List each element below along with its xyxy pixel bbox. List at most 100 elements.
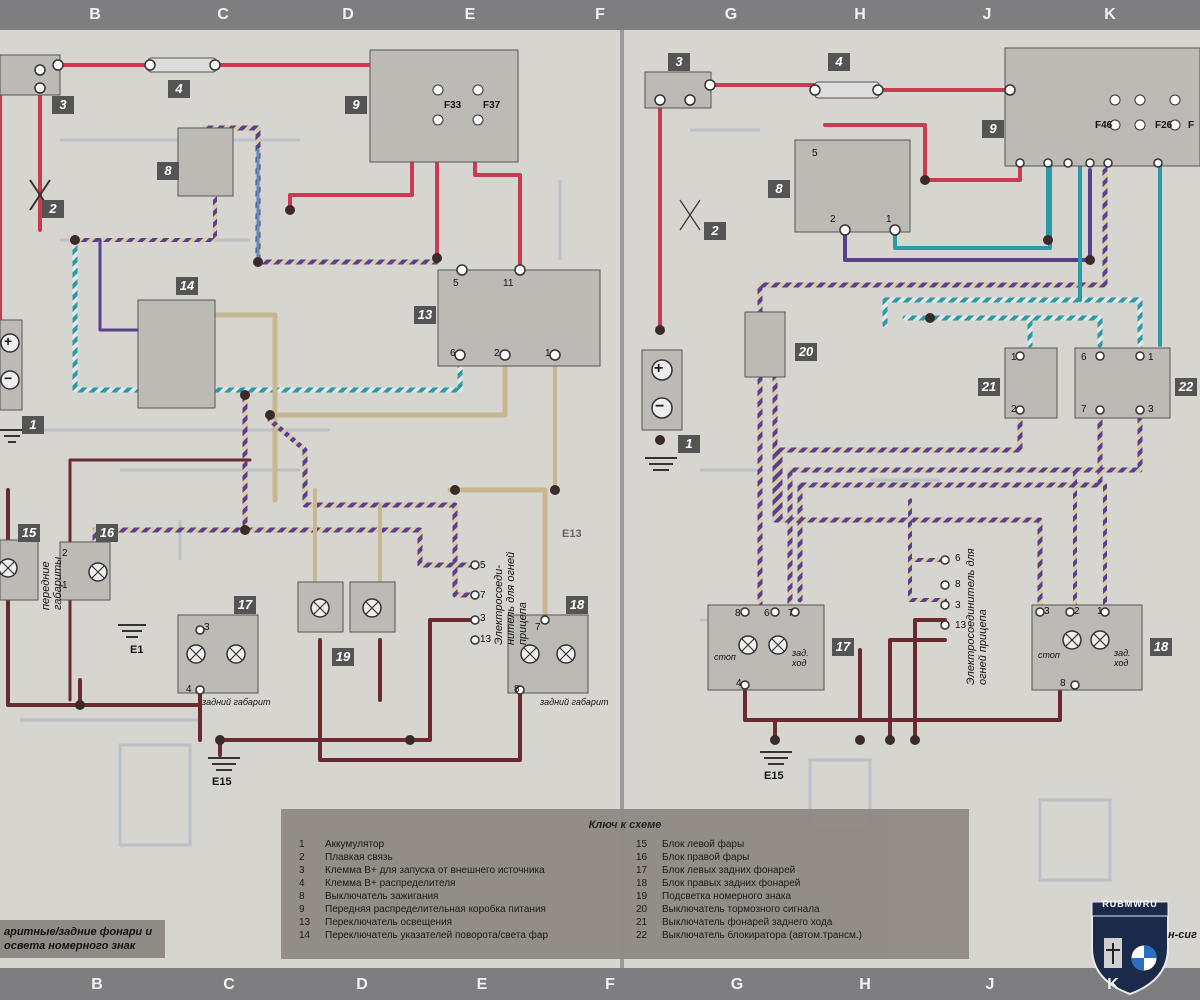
component-label-1-right: 1: [678, 435, 700, 453]
legend-text: Блок правой фары: [662, 852, 750, 863]
component-label-21-right: 21: [978, 378, 1000, 396]
pin-21-2: 2: [1011, 404, 1017, 415]
pin-17r-4: 4: [736, 678, 742, 689]
legend-text: Блок правых задних фонарей: [662, 878, 801, 889]
column-letter-j-bottom: J: [985, 976, 995, 993]
component-label-18-right: 18: [1150, 638, 1172, 656]
diagram-caption-left: аритные/задние фонари и освета номерного…: [0, 920, 165, 958]
trailer-connector-label-right: Электросоединитель для огней прицепа: [965, 548, 989, 685]
trailer-connector-label-left: Электросоеди-нитель для огней прицепа: [493, 551, 529, 645]
trailer-pin-5-left: 5: [480, 560, 486, 571]
trailer-pin-13-right: 13: [955, 620, 967, 631]
reverse-label-18-right: зад. ход: [1114, 648, 1131, 668]
component-label-17-right: 17: [832, 638, 854, 656]
pin-13-2: 2: [494, 348, 500, 359]
rearlamp-17-right: [707, 604, 825, 691]
rear-marker-label-18-left: задний габарит: [540, 697, 609, 707]
pin-13-5: 5: [453, 278, 459, 289]
column-letter-e-top: E: [464, 6, 476, 23]
legend-number: 22: [636, 930, 648, 941]
pin-22-3: 3: [1148, 404, 1154, 415]
legend-number: 4: [299, 878, 305, 889]
component-label-2-left: 2: [42, 200, 64, 218]
component-label-3-left: 3: [52, 96, 74, 114]
legend-text: Выключатель фонарей заднего хода: [662, 917, 833, 928]
legend-text: Переключатель освещения: [325, 917, 453, 928]
component-label-9-left: 9: [345, 96, 367, 114]
fusebox-9-right: [1004, 47, 1200, 167]
component-label-14-left: 14: [176, 277, 198, 295]
pin-13-1: 1: [545, 348, 551, 359]
component-label-18-left: 18: [566, 596, 588, 614]
pin-22-7: 7: [1081, 404, 1087, 415]
legend-text: Выключатель блокиратора (автом.трансм.): [662, 930, 862, 941]
component-label-3-right: 3: [668, 53, 690, 71]
pin-17r-7: 7: [788, 608, 794, 619]
legend-text: Клемма В+ для запуска от внешнего источн…: [325, 865, 545, 876]
legend-item-left-4: 4 Клемма В+ распределителя: [299, 878, 455, 889]
ignition-8-left: [177, 127, 234, 197]
stop-label-18-right: стоп: [1038, 650, 1060, 660]
legend-title: Ключ к схеме: [588, 819, 662, 831]
brake-switch-20-right: [744, 311, 786, 378]
pin-13-11: 11: [503, 278, 514, 289]
reverse-switch-21-right: [1004, 347, 1058, 419]
column-letter-b-bottom: B: [91, 976, 103, 993]
pin-18r-8: 8: [1060, 678, 1066, 689]
pin-16-1: 1: [62, 580, 68, 591]
column-letter-d-top: D: [342, 6, 354, 23]
ghost-background-circuits: [20, 128, 1112, 882]
component-label-19-left: 19: [332, 648, 354, 666]
caption-line-2: освета номерного знак: [4, 940, 136, 952]
pin-18r-2: 2: [1074, 606, 1080, 617]
legend-item-right-5: 19 Подсветка номерного знака: [636, 891, 791, 902]
component-label-15-left: 15: [18, 524, 40, 542]
legend-text: Подсветка номерного знака: [662, 891, 792, 902]
pin-17-3: 3: [204, 622, 210, 633]
logo-text: RUBMWRU: [1102, 899, 1158, 909]
pin-18r-1: 1: [1097, 606, 1103, 617]
ground-label-e1: E1: [130, 644, 144, 656]
trailer-pin-3-left: 3: [480, 613, 486, 624]
trailer-pin-13-left: 13: [480, 634, 492, 645]
trailer-pin-3-right: 3: [955, 600, 961, 611]
component-label-4-right: 4: [828, 53, 850, 71]
legend-number: 17: [636, 865, 648, 876]
inhibitor-switch-22-right: [1074, 347, 1171, 419]
fuse-label-f37: F37: [483, 100, 501, 111]
left-components: [0, 49, 601, 771]
legend-text: Плавкая связь: [325, 852, 393, 863]
legend-text: Клемма В+ распределителя: [325, 878, 456, 889]
legend-number: 2: [299, 852, 305, 863]
battery-minus-right: −: [655, 398, 665, 415]
caption-line-1: аритные/задние фонари и: [4, 926, 153, 938]
legend-item-right-4: 18 Блок правых задних фонарей: [636, 878, 800, 889]
pin-13-6: 6: [450, 348, 456, 359]
legend-number: 19: [636, 891, 648, 902]
legend-text: Блок левой фары: [662, 839, 745, 850]
pin-18-8: 8: [514, 684, 520, 695]
legend-number: 18: [636, 878, 648, 889]
rear-marker-label-17-left: задний габарит: [202, 697, 271, 707]
legend-number: 20: [636, 904, 648, 915]
diagram-caption-right: н-сиг: [1168, 929, 1198, 941]
legend-text: Блок левых задних фонарей: [662, 865, 796, 876]
component-label-8-left: 8: [157, 162, 179, 180]
pin-16-2: 2: [62, 548, 68, 559]
ground-label-e13: E13: [562, 528, 582, 540]
legend-number: 13: [299, 917, 311, 928]
legend-text: Аккумулятор: [325, 839, 385, 850]
reverse-label-17-right: зад. ход: [792, 648, 809, 668]
component-label-13-left: 13: [414, 306, 436, 324]
ground-label-e15-left: E15: [212, 776, 232, 788]
legend-item-left-7: 13 Переключатель освещения: [299, 917, 452, 928]
ignition-8-right: [794, 139, 911, 233]
trailer-pin-6-right: 6: [955, 553, 961, 564]
light-switch-13-left: [437, 269, 601, 367]
terminal-3-left: [0, 54, 61, 96]
